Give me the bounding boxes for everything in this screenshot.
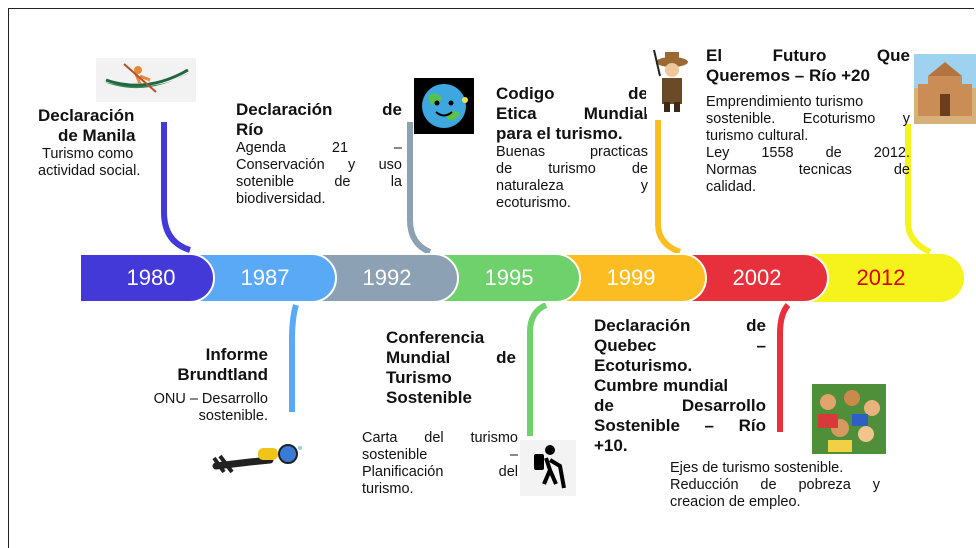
year-1987: 1987	[240, 265, 290, 290]
futuro-desc-4: Ley 1558 de 2012.	[706, 145, 910, 161]
futuro-desc-2: sostenible. Ecoturismo y	[706, 111, 910, 127]
quebec-title-1: Declaración de	[594, 316, 766, 335]
codigo-title-2: Etica Mundial	[496, 104, 648, 123]
event-codigo: Codigo de Etica Mundial para el turismo.…	[496, 84, 648, 212]
codigo-desc-4: ecoturismo.	[496, 195, 571, 211]
year-1992: 1992	[362, 265, 412, 290]
manila-desc-2: actividad social.	[38, 163, 141, 179]
quebec-desc-1: Ejes de turismo sostenible.	[670, 460, 844, 476]
conferencia-title-1: Conferencia	[386, 328, 485, 347]
quebec-desc: Ejes de turismo sostenible. Reducción de…	[670, 460, 880, 511]
event-brundtland: Informe Brundtland ONU – Desarrollo sost…	[150, 345, 268, 425]
connector-1999	[655, 120, 682, 255]
people-icon	[812, 384, 886, 454]
conferencia-desc-4: turismo.	[362, 481, 414, 497]
earth-icon	[414, 78, 474, 134]
year-2002: 2002	[732, 265, 782, 290]
codigo-title-1: Codigo de	[496, 84, 648, 103]
rio-title-2: Río	[236, 120, 264, 139]
manila-title-1: Declaración	[38, 106, 135, 125]
segment-2002	[687, 253, 829, 303]
connector-1992	[407, 122, 432, 255]
connector-1987	[289, 304, 299, 412]
year-1980: 1980	[126, 265, 176, 290]
futuro-desc-6: calidad.	[706, 179, 756, 195]
conferencia-title-2: Mundial de	[386, 348, 516, 367]
brundtland-desc-1: ONU – Desarrollo	[153, 391, 268, 407]
rio-title-1: Declaración de	[236, 100, 402, 119]
manila-title-2: de Manila	[58, 126, 136, 145]
conferencia-desc-1: Carta del turismo	[362, 430, 518, 446]
manila-desc-1: Turismo como	[42, 146, 134, 162]
connector-1995	[527, 302, 548, 436]
rio-desc-4: biodiversidad.	[236, 191, 326, 207]
canoe-icon	[96, 58, 196, 102]
event-futuro: El Futuro Que Queremos – Río +20 Emprend…	[706, 46, 910, 196]
segment-2012	[810, 254, 964, 302]
conferencia-desc: Carta del turismo sostenible – Planifica…	[362, 430, 518, 498]
codigo-desc-2: de turismo de	[496, 161, 648, 177]
year-2012: 2012	[856, 265, 906, 290]
quebec-desc-2: Reducción de pobreza y	[670, 477, 880, 493]
event-quebec: Declaración de Quebec – Ecoturismo. Cumb…	[594, 316, 766, 456]
conferencia-desc-2: sostenible –	[362, 447, 518, 463]
explorer-icon	[646, 46, 696, 114]
quebec-desc-3: creacion de empleo.	[670, 494, 801, 510]
segment-1980	[79, 253, 215, 303]
quebec-title-4: Cumbre mundial	[594, 376, 729, 395]
connector-1980	[161, 122, 192, 253]
futuro-desc-1: Emprendimiento turismo	[706, 94, 864, 110]
connector-2012	[905, 124, 932, 255]
futuro-title-2: Queremos – Río +20	[706, 66, 870, 85]
brundtland-title-1: Informe	[205, 345, 268, 364]
rio-desc-2: Conservación y uso	[236, 157, 402, 173]
quebec-title-5: de Desarrollo	[594, 396, 766, 415]
conferencia-title-3: Turismo	[386, 368, 452, 387]
conferencia-title-4: Sostenible	[386, 388, 472, 407]
event-conferencia: Conferencia Mundial de Turismo Sostenibl…	[386, 328, 516, 408]
quebec-title-3: Ecoturismo.	[594, 356, 693, 375]
church-icon	[914, 54, 976, 124]
brundtland-desc-2: sostenible.	[198, 408, 268, 424]
event-rio: Declaración de Río Agenda 21 – Conservac…	[236, 100, 402, 208]
quebec-title-2: Quebec –	[594, 336, 766, 355]
diver-icon	[210, 436, 308, 486]
futuro-desc-3: turismo cultural.	[706, 128, 809, 144]
year-1999: 1999	[606, 265, 656, 290]
segment-1999	[561, 253, 707, 303]
year-1995: 1995	[484, 265, 534, 290]
conferencia-desc-3: Planificación del	[362, 464, 518, 480]
quebec-title-7: +10.	[594, 436, 628, 455]
futuro-title-1: El Futuro Que	[706, 46, 910, 65]
rio-desc-3: sotenible de la	[236, 174, 402, 190]
slide-frame	[8, 8, 974, 548]
segment-1987	[195, 253, 337, 303]
codigo-desc-3: naturaleza y	[496, 178, 648, 194]
brundtland-title-2: Brundtland	[177, 365, 268, 384]
quebec-title-6: Sostenible – Río	[594, 416, 766, 435]
rio-desc-1: Agenda 21 –	[236, 140, 402, 156]
segment-1995	[439, 253, 581, 303]
codigo-title-3: para el turismo.	[496, 124, 623, 143]
codigo-desc-1: Buenas practicas	[496, 144, 648, 160]
connector-2002	[777, 303, 791, 432]
segment-1992	[317, 253, 459, 303]
futuro-desc-5: Normas tecnicas de	[706, 162, 910, 178]
event-manila: Declaración de Manila Turismo como activ…	[38, 106, 168, 180]
hiker-icon	[520, 440, 576, 496]
